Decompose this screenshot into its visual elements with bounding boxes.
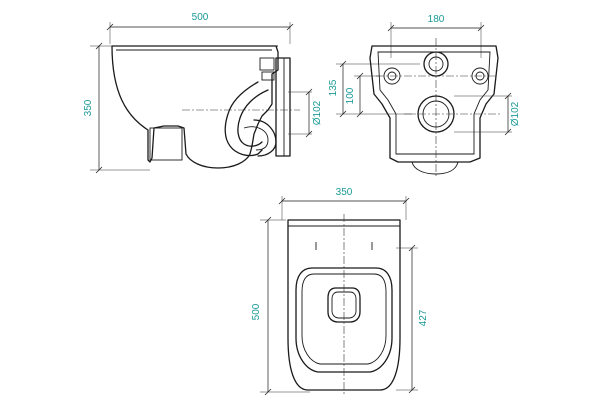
side-width-label: 500 bbox=[192, 12, 209, 23]
back-width-label: 180 bbox=[428, 14, 445, 25]
side-view: 500 350 Ø10 bbox=[83, 12, 323, 174]
side-height-label: 350 bbox=[83, 99, 94, 116]
side-bowl-outline bbox=[111, 45, 279, 169]
back-outlet-label: Ø102 bbox=[510, 101, 521, 126]
top-bowl-length-label: 427 bbox=[418, 309, 429, 326]
side-trap bbox=[224, 81, 263, 157]
side-outlet-label: Ø102 bbox=[312, 100, 323, 125]
back-width-dimension: 180 bbox=[387, 14, 485, 32]
top-bowl-opening bbox=[295, 267, 393, 373]
back-lower-height-label: 100 bbox=[345, 87, 356, 104]
top-drain bbox=[327, 287, 361, 323]
back-lower-height-dimension: 100 bbox=[345, 72, 364, 118]
back-upper-height-dimension: 135 bbox=[328, 60, 347, 118]
back-body-outline bbox=[369, 45, 499, 163]
back-outlet-dimension: Ø102 bbox=[504, 92, 521, 136]
top-view: 350 500 427 bbox=[251, 187, 429, 396]
top-length-label: 500 bbox=[251, 303, 262, 320]
top-width-label: 350 bbox=[336, 187, 353, 198]
top-width-dimension: 350 bbox=[278, 187, 410, 205]
back-view: 180 135 bbox=[328, 14, 521, 176]
side-outlet-dimension: Ø102 bbox=[305, 88, 323, 138]
side-mounting-plate bbox=[275, 57, 291, 157]
side-height-dimension: 350 bbox=[83, 42, 103, 174]
top-bowl-outline bbox=[287, 219, 401, 391]
top-length-dimension: 500 bbox=[251, 216, 272, 396]
side-width-dimension: 500 bbox=[106, 12, 294, 31]
back-upper-height-label: 135 bbox=[328, 79, 339, 96]
top-bowl-length-dimension: 427 bbox=[408, 244, 429, 394]
